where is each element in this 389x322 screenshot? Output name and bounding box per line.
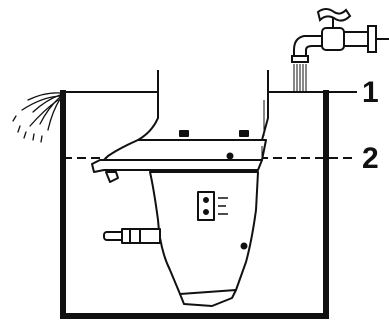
water-faucet-icon (292, 9, 389, 62)
callouts: 1 2 (362, 76, 379, 175)
callout-1: 1 (362, 76, 379, 109)
callout-2: 2 (362, 142, 379, 175)
overflow-splash-icon (13, 93, 60, 142)
water-stream (294, 64, 306, 92)
outboard-lower-unit-icon (92, 70, 268, 306)
